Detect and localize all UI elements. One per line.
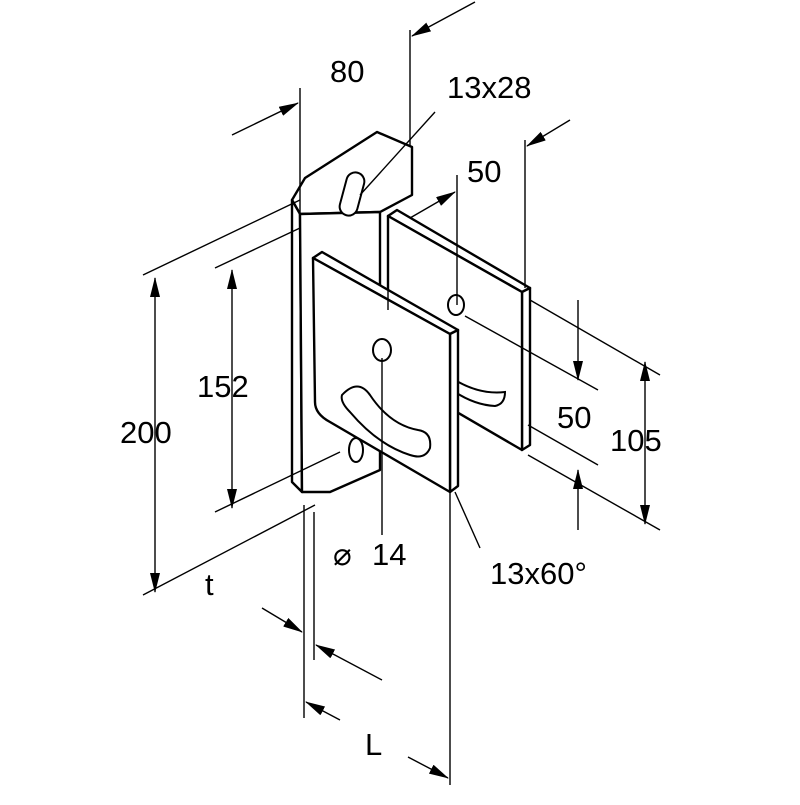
- dim-slot-arc: 13x60°: [490, 556, 587, 591]
- lower-slot: [348, 437, 364, 463]
- dimension-arrows: [150, 1, 650, 779]
- dim-height-overall: 200: [120, 415, 172, 450]
- dim-width-top: 80: [330, 54, 364, 89]
- rear-hole: [447, 294, 465, 316]
- hole-14: [372, 338, 392, 362]
- slot-13x28: [338, 171, 366, 217]
- leader-lines: [359, 111, 481, 549]
- dim-spacing-right: 50: [557, 400, 591, 435]
- extension-lines: [142, 30, 661, 785]
- dim-offset-right: 50: [467, 154, 501, 189]
- dim-hole-diameter-symbol: ⌀: [333, 537, 352, 572]
- dim-slot-top: 13x28: [447, 70, 531, 105]
- dim-height-inner: 152: [197, 369, 249, 404]
- arc-slot-13x60: [340, 385, 432, 458]
- dim-hole-diameter: 14: [372, 537, 406, 572]
- dim-height-right: 105: [610, 423, 662, 458]
- dim-thickness: t: [205, 567, 214, 602]
- dim-length: L: [365, 727, 382, 762]
